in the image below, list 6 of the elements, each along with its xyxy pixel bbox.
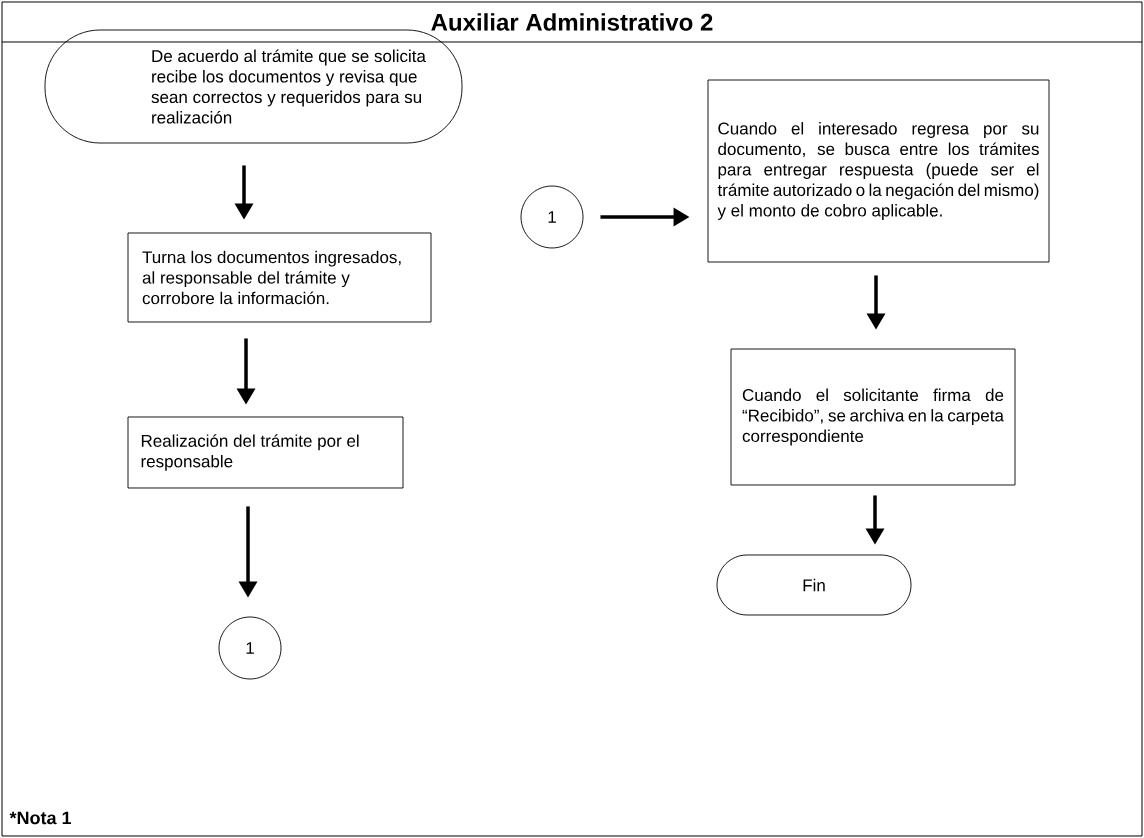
- title: Auxiliar Administrativo 2: [431, 13, 713, 31]
- process-box: Cuando el solicitante firma de “Recibido”, se archiva en la carpeta correspondiente: [730, 348, 1016, 486]
- process-box: Cuando el interesado regresa por su documento, se busca entre los trámites para entregar respuesta (puede ser el trámite autorizado o la negación del mismo) y el monto de cobro aplicable.: [707, 79, 1050, 263]
- process-box: Realización del trámite por el responsable: [127, 416, 404, 489]
- note: *Nota 1: [9, 811, 72, 825]
- process-box: Turna los documentos ingresados, al responsable del trámite y corrobore la información.: [127, 232, 432, 323]
